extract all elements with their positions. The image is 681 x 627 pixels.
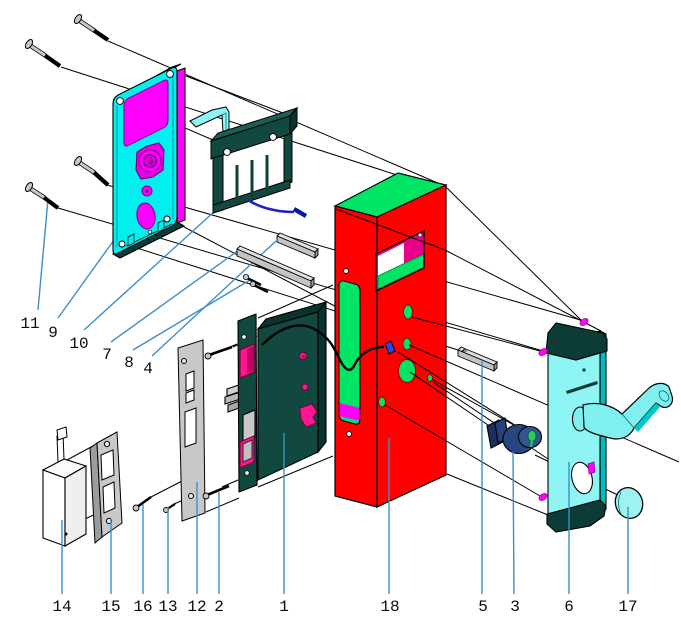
panel-right-edge <box>176 67 186 224</box>
callout-label-1: 1 <box>279 598 289 616</box>
battery-dividers <box>235 155 269 203</box>
edge-mortise-slot <box>338 268 361 437</box>
spindle-bar-long <box>236 245 315 290</box>
cylinder-opening <box>571 461 596 495</box>
callout-label-17: 17 <box>618 598 637 616</box>
mortise-lock-body <box>224 300 328 493</box>
strike-plate <box>89 431 123 545</box>
escutcheon-bottom-cap <box>546 499 607 533</box>
body-holes <box>298 351 318 428</box>
battery-wire <box>247 198 308 218</box>
trim-aux-hole <box>185 389 195 404</box>
callout-label-9: 9 <box>48 324 58 342</box>
spindle-bar-short <box>276 232 319 260</box>
callout-label-7: 7 <box>102 346 112 364</box>
callout-label-16: 16 <box>133 598 152 616</box>
callout-label-2: 2 <box>214 598 224 616</box>
body-right-face <box>317 300 327 454</box>
battery-rail-end <box>289 106 298 136</box>
callout-label-15: 15 <box>101 598 120 616</box>
faceplate-trim <box>177 339 206 522</box>
callout-label-11: 11 <box>20 315 39 333</box>
left-leader-lines <box>37 198 277 357</box>
callout-label-10: 10 <box>69 335 88 353</box>
cover-cap <box>614 487 644 519</box>
panel-screw-bosses <box>116 70 174 248</box>
cylinder-rose <box>135 142 165 180</box>
exterior-front-panel <box>111 63 186 259</box>
card-reader-window <box>123 79 169 147</box>
spindle-hole <box>136 202 156 230</box>
screw-icon <box>73 14 110 42</box>
panel-bottom-bracket <box>125 219 173 252</box>
callout-label-8: 8 <box>124 354 134 372</box>
screw-icon <box>202 484 230 500</box>
lock-cable <box>261 324 396 371</box>
cable-connector <box>384 340 396 355</box>
callout-label-5: 5 <box>478 598 488 616</box>
indicator-dot <box>582 368 586 372</box>
interior-escutcheon <box>538 318 674 533</box>
callout-labels: 11 9 10 7 8 4 14 15 16 13 12 2 1 18 5 3 … <box>20 315 637 616</box>
body-front-face <box>257 311 319 481</box>
screw-icon <box>24 182 60 210</box>
door-bore-holes <box>378 304 433 408</box>
screw-icon <box>24 39 62 68</box>
spindle <box>457 346 498 373</box>
callout-label-3: 3 <box>510 598 520 616</box>
mortise-cylinder <box>486 417 543 455</box>
privacy-slot <box>566 381 598 394</box>
screw-icon <box>249 280 269 294</box>
callout-label-6: 6 <box>564 598 574 616</box>
deadbolt-strike-hole <box>100 449 115 481</box>
trim-deadbolt-hole <box>185 370 195 392</box>
handle-lever <box>582 382 674 440</box>
indicator-hole <box>141 185 153 197</box>
mortise-pocket <box>375 230 425 292</box>
mounting-screws <box>24 14 110 210</box>
box-right-face <box>64 465 87 547</box>
aux-bolt <box>242 409 256 444</box>
spindle-hub <box>299 403 318 428</box>
strike-screw-small <box>163 503 176 513</box>
screw-icon <box>204 345 233 360</box>
screw-icon <box>73 156 110 187</box>
bottom-leader-lines <box>61 360 629 595</box>
set-screws <box>242 273 269 294</box>
strike-dust-box <box>41 458 88 547</box>
keyhole-icon <box>527 430 537 448</box>
callout-label-13: 13 <box>158 598 177 616</box>
mounting-posts <box>538 318 589 501</box>
latch-strike-hole <box>102 481 116 514</box>
lever-handle <box>571 382 674 440</box>
callout-label-18: 18 <box>380 598 399 616</box>
battery-holder <box>209 106 299 214</box>
battery-right-post <box>283 132 293 186</box>
strike-screw <box>132 495 152 512</box>
callout-label-4: 4 <box>143 360 153 378</box>
callout-label-14: 14 <box>52 598 71 616</box>
trim-latch-hole <box>184 407 197 448</box>
callout-label-12: 12 <box>187 598 206 616</box>
escutcheon-top-cap <box>545 322 608 361</box>
faceplate-screws <box>202 345 233 500</box>
door-section <box>333 172 448 508</box>
